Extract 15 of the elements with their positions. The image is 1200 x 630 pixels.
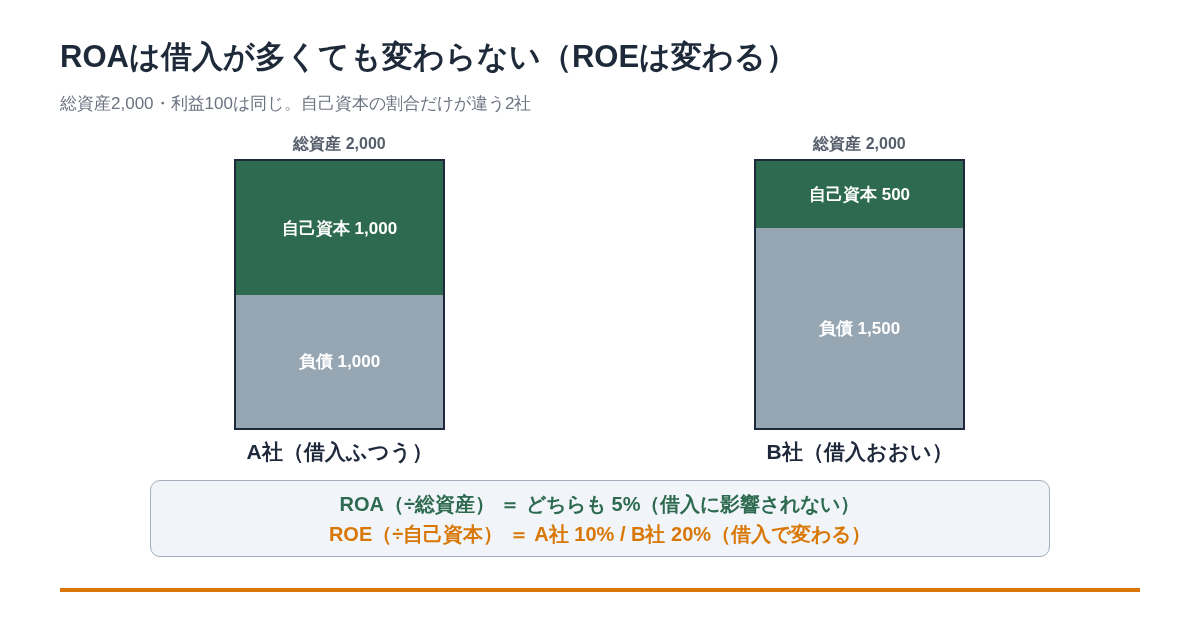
segment-label: 負債 1,000 [298,351,381,373]
roa-formula: ROA（÷総資産） ＝ どちらも 5%（借入に影響されない） [339,491,861,517]
subtitle: 総資産2,000・利益100は同じ。自己資本の割合だけが違う2社 [60,93,532,115]
bar-heading: 総資産 2,000 [813,134,906,154]
segment-label: 自己資本 1,000 [281,217,398,240]
summary-box [150,480,1050,557]
bar-heading: 総資産 2,000 [293,134,386,154]
title: ROAは借入が多くても変わらない（ROEは変わる） [60,38,798,76]
segment-label: 負債 1,500 [818,317,901,340]
bar-label: B社（借入おおい） [766,439,953,465]
segment-label: 自己資本 500 [808,184,911,206]
bar-label: A社（借入ふつう） [246,439,433,465]
bar-segment [756,161,963,228]
bar-segment [236,161,443,295]
roe-formula: ROE（÷自己資本） ＝ A社 10% / B社 20%（借入で変わる） [328,521,872,547]
